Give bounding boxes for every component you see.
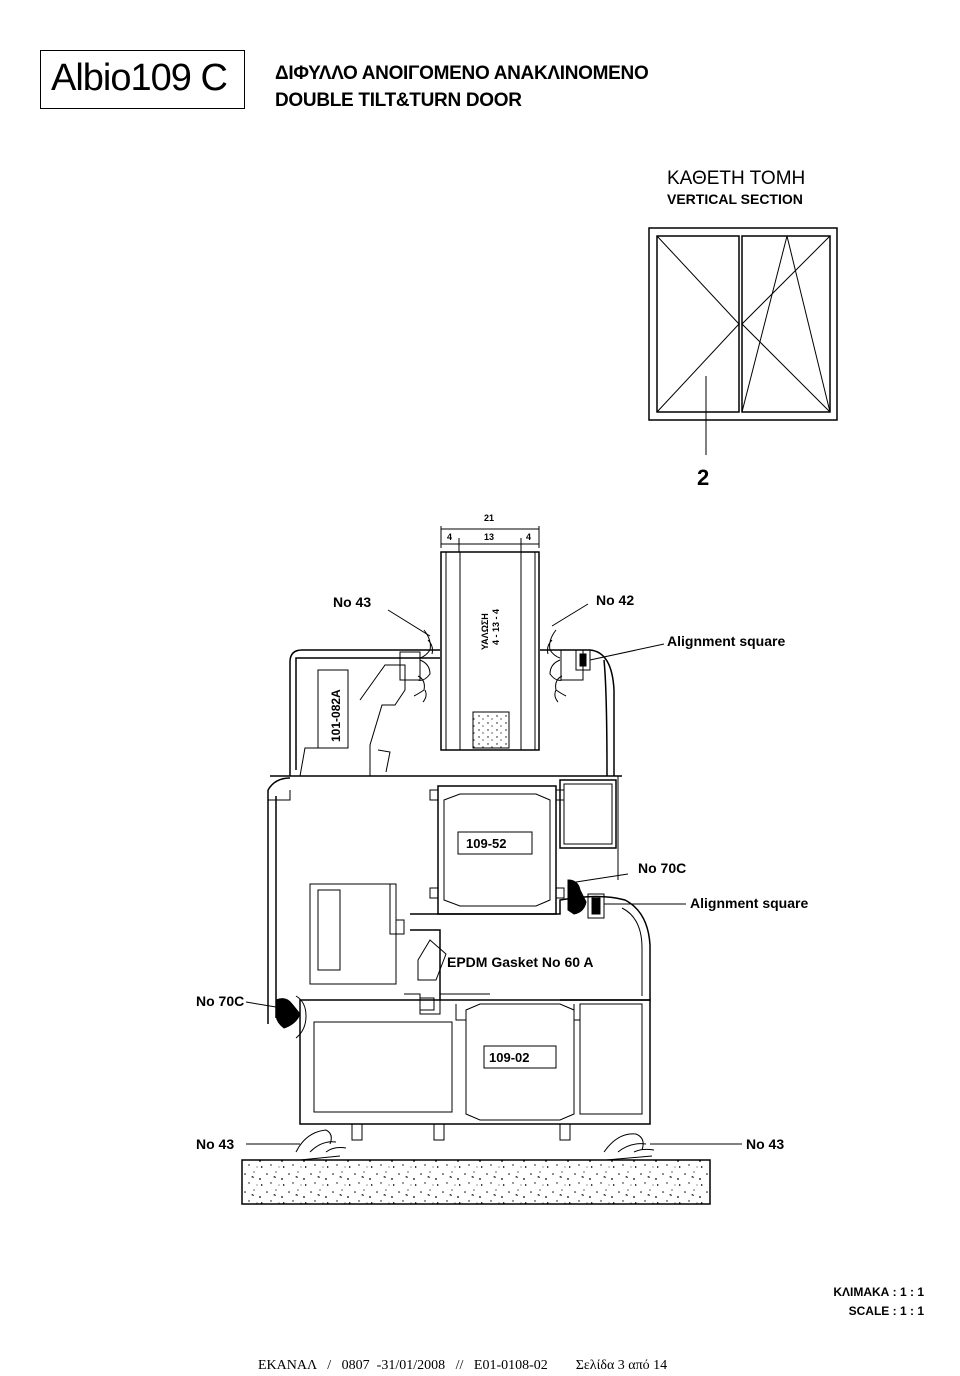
- section-title-english: VERTICAL SECTION: [667, 191, 803, 207]
- gasket-70c: [275, 879, 587, 1039]
- glass-label-1: ΥΑΛΩΣΗ: [480, 613, 490, 650]
- leader-lines: [245, 603, 742, 1145]
- dim-right: 4: [526, 532, 531, 542]
- glass-dimension: [440, 526, 540, 552]
- label-no43-bottom-left: No 43: [196, 1136, 234, 1152]
- dim-left: 4: [447, 532, 452, 542]
- label-no70c-right: No 70C: [638, 860, 686, 876]
- label-alignment-square-2: Alignment square: [690, 895, 808, 911]
- label-no43-top: No 43: [333, 594, 371, 610]
- gasket-bottom: [295, 1129, 655, 1161]
- page-footer: ΕΚΑΝΑΛ / 0807 -31/01/2008 // E01-0108-02…: [258, 1358, 668, 1373]
- section-title-greek: ΚΑΘΕΤΗ ΤΟΜΗ: [667, 168, 806, 189]
- label-no43-bottom-right: No 43: [746, 1136, 784, 1152]
- model-title: Albio109 C: [51, 57, 228, 99]
- glass-unit: [440, 551, 540, 751]
- label-epdm-gasket: EPDM Gasket No 60 A: [447, 954, 594, 970]
- profile-sash-label: 101-082A: [329, 689, 343, 742]
- section-marker: 2: [697, 465, 709, 490]
- scale-greek: ΚΛΙΜΑΚΑ : 1 : 1: [833, 1285, 924, 1299]
- gasket-top: [413, 629, 567, 703]
- model-title-box: Albio109 C: [40, 50, 245, 109]
- door-elevation: [648, 227, 838, 455]
- glass-label-2: 4 - 13 - 4: [491, 609, 501, 645]
- profile-mid-label: 109-52: [466, 836, 506, 851]
- dim-total: 21: [484, 513, 494, 523]
- title-greek: ΔΙΦΥΛΛΟ ΑΝΟΙΓΟΜΕΝΟ ΑΝΑΚΛΙΝΟΜΕΝΟ: [275, 63, 649, 84]
- floor-slab: [241, 1159, 711, 1205]
- profile-bottom-label: 109-02: [489, 1050, 529, 1065]
- title-english: DOUBLE TILT&TURN DOOR: [275, 90, 522, 111]
- label-no42: No 42: [596, 592, 634, 608]
- frame-profile: [267, 776, 651, 1024]
- dim-middle: 13: [484, 532, 494, 542]
- scale-english: SCALE : 1 : 1: [848, 1304, 924, 1318]
- label-no70c-left: No 70C: [196, 993, 244, 1009]
- label-alignment-square-1: Alignment square: [667, 633, 785, 649]
- profile-109-02: [299, 993, 651, 1141]
